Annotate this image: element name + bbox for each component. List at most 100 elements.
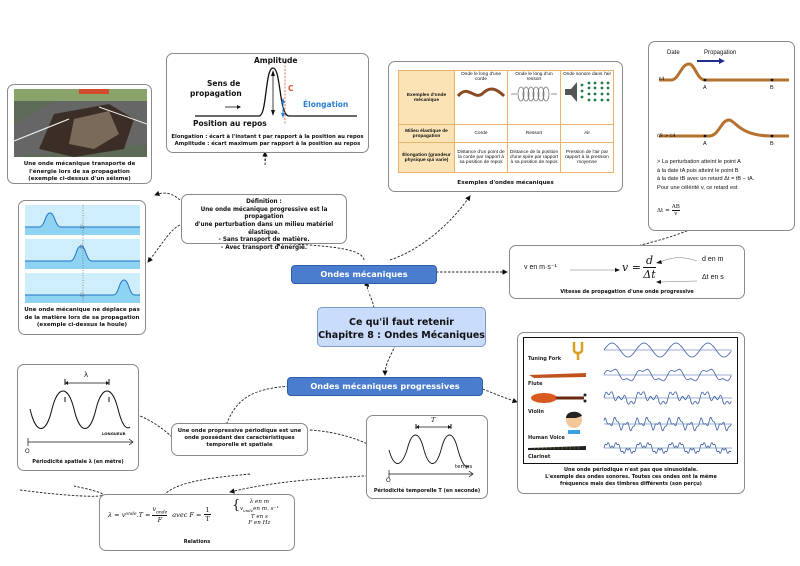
sens-label: Sens de	[207, 79, 241, 88]
retard-formula-num: AB	[671, 204, 680, 211]
retard-text-line: > La perturbation atteint le point A	[657, 159, 741, 165]
row-header: Exemples d'onde mécanique	[398, 70, 455, 125]
topic-ondes-progressives[interactable]: Ondes mécaniques progressives	[291, 265, 437, 296]
spatial-period-diagram	[27, 379, 134, 446]
retard-card: Date Propagation tA A B tB > tA A B > La…	[648, 41, 795, 231]
timbres-card: Tuning Fork Flute Violin Human Voice Cla…	[517, 332, 745, 494]
instrument-label: Violin	[528, 409, 544, 415]
relation-sub-onde: onde	[243, 507, 254, 513]
retard-formula-lhs: Δt =	[657, 207, 670, 214]
date-label: Date	[667, 50, 680, 56]
central-topic[interactable]: Ce qu'il faut retenir Chapitre 8 : Ondes…	[317, 307, 486, 347]
column-title: Onde le long d'un ressort	[515, 72, 553, 82]
point-c-label: C	[288, 84, 294, 93]
point-b-label: B	[770, 85, 774, 91]
relation-sub-onde: onde	[156, 510, 168, 516]
relation-unit: en m. s⁻¹	[253, 505, 279, 512]
waveform-clarinet	[603, 442, 732, 454]
vitesse-formula-lhs: v =	[622, 261, 641, 274]
amplitude-label: Amplitude	[254, 56, 298, 65]
vitesse-formula-num: d	[642, 254, 656, 268]
violin-icon	[531, 393, 587, 403]
retard-text-line: Pour une célérité v, ce retard est	[657, 184, 738, 191]
amplitude-caption-line: Elongation : écart à l'instant t par rap…	[171, 134, 364, 140]
timbres-caption-line: L'exemple des ondes sonores. Toutes ces …	[545, 473, 717, 480]
retard-text-line: à la date tA puis atteint le point B	[657, 167, 739, 174]
rope-wave-icon	[456, 87, 506, 98]
relation-f-den: T	[205, 515, 210, 524]
definition-line: d'une perturbation dans un milieu matéri…	[194, 222, 334, 236]
brace-glyph: {	[232, 498, 241, 513]
instrument-label: Flute	[528, 381, 543, 387]
svg-text:♘: ♘	[79, 243, 85, 251]
spring-icon	[511, 86, 557, 102]
longueur-label: LONGUEUR	[102, 431, 126, 436]
instrument-label: Human Voice	[528, 435, 565, 441]
temps-label: temps	[455, 464, 473, 470]
relation-frac-den: F	[157, 516, 163, 525]
timbres-caption-line: fréquence mais des timbres différents (s…	[560, 480, 702, 487]
waveform-violin	[603, 391, 732, 405]
houle-caption-line: (exemple ci-dessus la houle)	[36, 322, 128, 329]
relation-unit: F en Hz	[248, 520, 271, 527]
instrument-waves-panel: Tuning Fork Flute Violin Human Voice Cla…	[523, 337, 738, 464]
row-header: Milieu élastique de propagation	[398, 124, 455, 143]
waveform-tuning-fork	[603, 342, 732, 358]
houle-caption-line: de la matière lors de sa propagation	[24, 314, 140, 321]
svg-text:♘: ♘	[79, 291, 85, 299]
temporelle-caption: Périodicité temporelle T (en seconde)	[373, 488, 481, 494]
retard-text-line: à la date tB avec un retard Δt = tB − tA…	[657, 176, 755, 183]
origin-label: O	[25, 448, 30, 455]
examples-table: Exemples d'onde mécanique Onde le long d…	[398, 70, 614, 173]
clarinet-icon	[528, 446, 586, 450]
example-column-corde: Onde le long d'une corde	[454, 70, 508, 125]
medium-cell: Corde	[454, 124, 508, 143]
definition-line: - Avec transport d'énergie.	[220, 245, 308, 252]
elongation-cell: Pression de l'air par rapport à la press…	[560, 142, 614, 173]
periodic-definition-card: Une onde propressive périodique est une …	[171, 423, 308, 456]
houle-caption-line: Une onde mécanique ne déplace pas	[24, 307, 140, 313]
column-title: Onde sonore dans l'air	[562, 72, 612, 77]
central-title-line2: Chapitre 8 : Ondes Mécaniques	[318, 330, 485, 341]
point-b-label: B	[770, 141, 774, 147]
temporal-period-diagram	[388, 424, 474, 478]
temporelle-card: T temps O Périodicité temporelle T (en s…	[366, 415, 488, 499]
vitesse-unit-v: v en m·s⁻¹	[524, 264, 557, 271]
examples-card: Exemples d'onde mécanique Onde le long d…	[388, 61, 623, 192]
point-a-label: A	[703, 85, 707, 91]
waveform-human-voice	[603, 416, 732, 432]
point-a-label: A	[703, 141, 707, 147]
houle-wave-illustration: ♘ ♘ ♘	[25, 205, 140, 303]
relation-frac-num: v	[152, 505, 157, 513]
topic-ondes-periodiques[interactable]: Ondes mécaniques progressives périodique…	[287, 377, 483, 408]
vitesse-arrows	[570, 257, 698, 284]
elongation-cell: Distance de la position d'une spire par …	[507, 142, 561, 173]
seisme-caption-line: Une onde mécanique transporte de	[23, 161, 136, 167]
definition-title: Définition :	[246, 199, 282, 205]
seisme-caption-line: l'énergie lors de sa propagation	[29, 168, 130, 175]
relations-caption: Relations	[183, 539, 211, 545]
relation-avec: avec F =	[172, 510, 202, 519]
relation-dot-t: .T =	[136, 510, 151, 519]
instrument-waveforms	[528, 342, 732, 454]
definition-card: Définition : Une onde mécanique progress…	[181, 194, 347, 251]
relation-unit: λ en m	[249, 499, 270, 505]
human-face-icon	[566, 411, 582, 434]
periodic-def-line: Une onde propressive périodique est une	[177, 428, 302, 434]
amplitude-card: Amplitude Sens de propagation C Élongati…	[166, 53, 369, 153]
definition-line: - Sans transport de matière.	[218, 237, 310, 244]
definition-line: Une onde mécanique progressive est la pr…	[200, 206, 328, 221]
propagation-label: Propagation	[704, 50, 737, 56]
medium-cell: Ressort	[507, 124, 561, 143]
central-title-line1: Ce qu'il faut retenir	[349, 317, 454, 328]
ta-label: tA	[659, 76, 665, 82]
tuning-fork-icon	[572, 342, 584, 360]
medium-cell: Air	[560, 124, 614, 143]
tb-label: tB > tA	[657, 133, 676, 139]
example-column-ressort: Onde le long d'un ressort	[507, 70, 561, 125]
propagation-delay-diagram	[659, 58, 789, 138]
houle-card: ♘ ♘ ♘ Une onde mécanique ne déplace pas …	[18, 200, 146, 335]
vitesse-card: v en m·s⁻¹ v = d Δt d en m Δt en s Vites…	[509, 245, 745, 299]
seisme-card: Une onde mécanique transporte de l'énerg…	[7, 84, 152, 184]
